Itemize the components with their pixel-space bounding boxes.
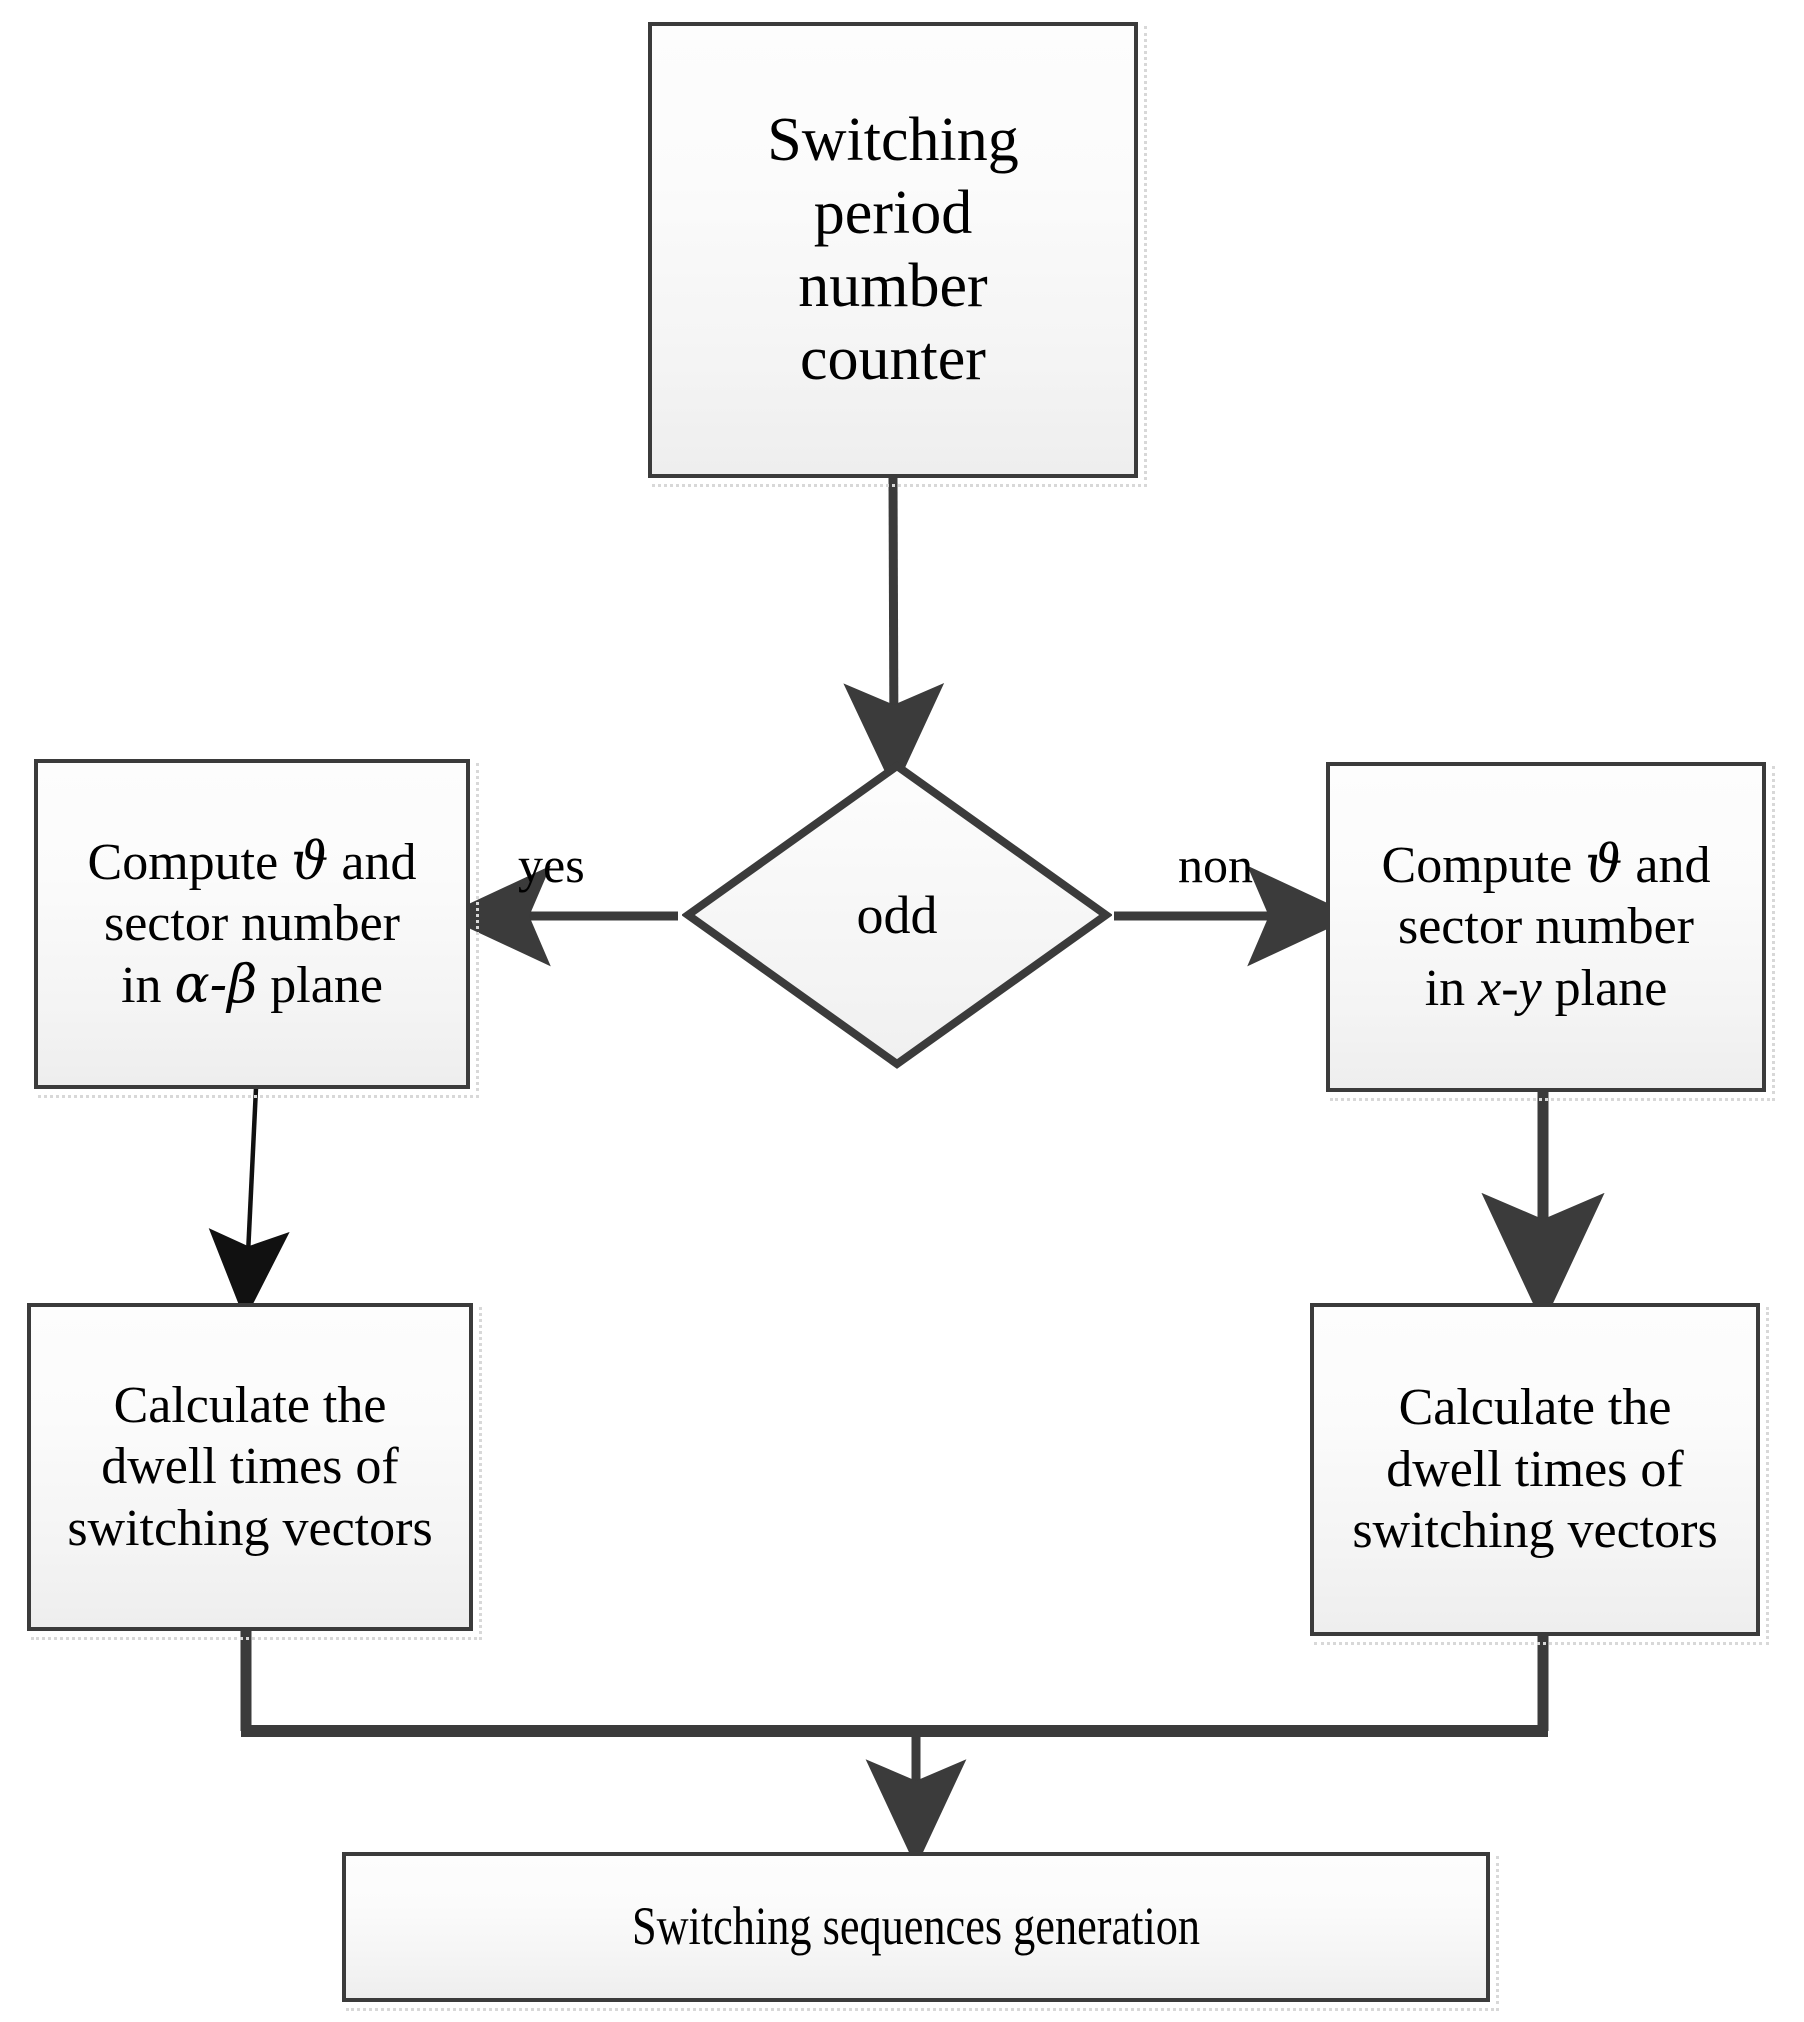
node-compute-x-y[interactable]: Compute ϑ and sector number in x-y plane bbox=[1326, 762, 1766, 1092]
node-switching-period-counter[interactable]: Switching period number counter bbox=[648, 22, 1138, 478]
node-right-dwell-line-1: Calculate the bbox=[1398, 1379, 1672, 1437]
node-right-compute-x-symbol: x bbox=[1478, 959, 1502, 1017]
node-left-compute-dash: - bbox=[209, 954, 228, 1015]
node-end-label: Switching sequences generation bbox=[631, 1896, 1201, 1957]
node-right-compute-theta-symbol: ϑ bbox=[1585, 834, 1623, 895]
node-left-dwell-line-1: Calculate the bbox=[113, 1376, 387, 1434]
node-right-compute-line-3: in x-y plane bbox=[1336, 958, 1756, 1019]
edge-label-non: non bbox=[1178, 837, 1253, 893]
node-right-dwell-line-3: switching vectors bbox=[1352, 1502, 1718, 1560]
decision-label: odd bbox=[856, 885, 938, 945]
node-left-dwell-line-3: switching vectors bbox=[67, 1499, 433, 1557]
edge-start-to-decision bbox=[843, 477, 945, 792]
node-switching-sequences-generation[interactable]: Switching sequences generation bbox=[342, 1852, 1490, 2002]
node-right-compute-line-1: Compute ϑ and bbox=[1336, 835, 1756, 896]
node-right-compute-word-compute: Compute bbox=[1381, 836, 1573, 894]
node-left-compute-word-in: in bbox=[121, 956, 162, 1014]
decision-diamond-shape bbox=[682, 761, 1112, 1069]
node-left-compute-line-1: Compute ϑ and bbox=[44, 832, 460, 893]
node-compute-alpha-beta[interactable]: Compute ϑ and sector number in α-β plane bbox=[34, 759, 470, 1089]
node-right-compute-word-plane: plane bbox=[1554, 959, 1668, 1017]
node-right-compute-dash: - bbox=[1501, 959, 1519, 1017]
node-left-compute-line-3: in α-β plane bbox=[44, 955, 460, 1016]
node-left-compute-line-2: sector number bbox=[103, 895, 400, 953]
node-left-compute-word-plane: plane bbox=[270, 956, 383, 1014]
node-dwell-times-right[interactable]: Calculate the dwell times of switching v… bbox=[1310, 1303, 1760, 1636]
node-left-dwell-line-2: dwell times of bbox=[101, 1438, 399, 1496]
node-right-compute-word-and: and bbox=[1635, 836, 1711, 894]
node-start-line-1: Switching bbox=[767, 105, 1019, 174]
node-start-line-3: number bbox=[798, 252, 988, 320]
node-right-dwell-line-2: dwell times of bbox=[1386, 1440, 1684, 1498]
node-right-compute-line-2: sector number bbox=[1397, 898, 1694, 956]
edge-label-yes: yes bbox=[518, 837, 585, 893]
node-right-compute-y-symbol: y bbox=[1518, 959, 1542, 1017]
node-left-compute-word-compute: Compute bbox=[87, 833, 279, 891]
node-right-compute-word-in: in bbox=[1424, 959, 1466, 1017]
node-start-line-4: counter bbox=[800, 325, 986, 394]
node-left-compute-beta-symbol: β bbox=[227, 954, 258, 1015]
edge-left-compute-to-left-dwell bbox=[208, 1087, 290, 1320]
node-left-compute-word-and: and bbox=[341, 833, 417, 891]
node-start-line-2: period bbox=[813, 178, 973, 247]
node-left-compute-alpha-symbol: α bbox=[174, 954, 210, 1015]
node-left-compute-theta-symbol: ϑ bbox=[291, 831, 329, 892]
node-decision-odd[interactable]: odd bbox=[682, 760, 1112, 1070]
node-dwell-times-left[interactable]: Calculate the dwell times of switching v… bbox=[27, 1303, 473, 1631]
